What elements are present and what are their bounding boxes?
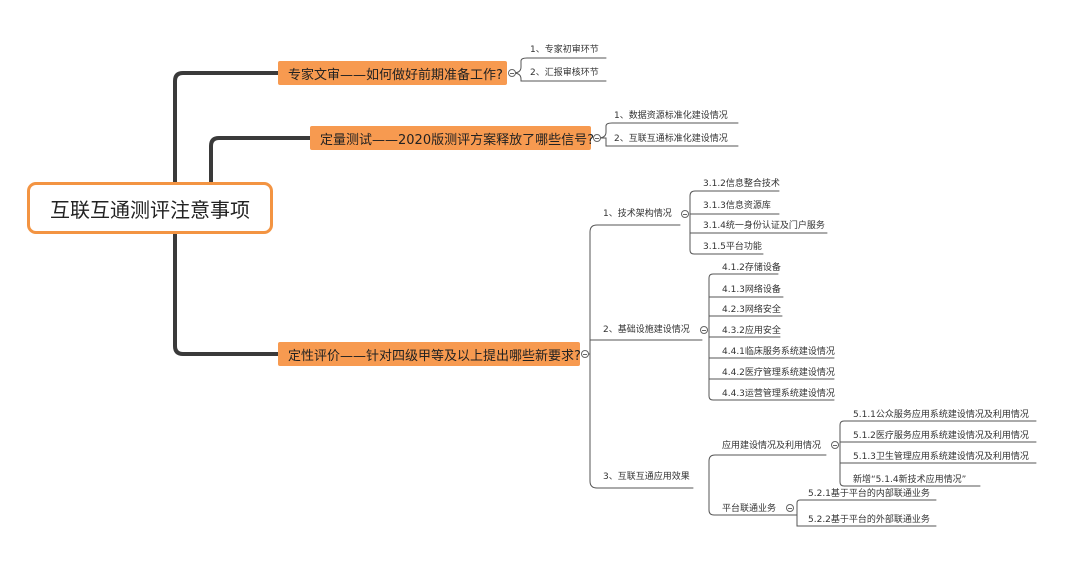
root-topic[interactable]: 互联互通测评注意事项: [27, 182, 273, 234]
leaf-topic[interactable]: 3.1.4统一身份认证及门户服务: [703, 221, 825, 231]
leaf-topic[interactable]: 5.1.2医疗服务应用系统建设情况及利用情况: [853, 431, 1029, 441]
subtopic-interop-effect[interactable]: 3、互联互通应用效果: [603, 472, 690, 482]
leaf-topic[interactable]: 5.1.3卫生管理应用系统建设情况及利用情况: [853, 452, 1029, 462]
branch-qualitative-evaluation[interactable]: 定性评价——针对四级甲等及以上提出哪些新要求?: [278, 342, 581, 366]
branch-expert-review[interactable]: 专家文审——如何做好前期准备工作?: [278, 61, 507, 85]
subtopic-tech-architecture[interactable]: 1、技术架构情况: [603, 209, 672, 219]
collapse-toggle-icon[interactable]: [681, 210, 689, 218]
subtopic-platform-interop[interactable]: 平台联通业务: [722, 504, 777, 514]
collapse-toggle-icon[interactable]: [581, 350, 589, 358]
subtopic-infrastructure[interactable]: 2、基础设施建设情况: [603, 325, 690, 335]
branch-quantitative-test[interactable]: 定量测试——2020版测评方案释放了哪些信号?: [310, 126, 594, 150]
collapse-toggle-icon[interactable]: [831, 441, 839, 449]
leaf-topic[interactable]: 3.1.3信息资源库: [703, 201, 771, 211]
leaf-topic[interactable]: 4.3.2应用安全: [722, 326, 781, 336]
leaf-topic[interactable]: 5.2.1基于平台的内部联通业务: [808, 489, 930, 499]
leaf-topic[interactable]: 4.4.2医疗管理系统建设情况: [722, 368, 835, 378]
leaf-topic[interactable]: 5.1.1公众服务应用系统建设情况及利用情况: [853, 410, 1029, 420]
leaf-topic[interactable]: 2、互联互通标准化建设情况: [614, 134, 728, 144]
leaf-topic[interactable]: 3.1.5平台功能: [703, 242, 762, 252]
leaf-topic[interactable]: 5.2.2基于平台的外部联通业务: [808, 515, 930, 525]
leaf-topic[interactable]: 4.1.2存储设备: [722, 263, 781, 273]
collapse-toggle-icon[interactable]: [508, 69, 516, 77]
leaf-topic[interactable]: 1、专家初审环节: [530, 45, 599, 55]
root-topic-label: 互联互通测评注意事项: [50, 197, 250, 222]
leaf-topic[interactable]: 4.4.1临床服务系统建设情况: [722, 347, 835, 357]
branch-expert-review-label: 专家文审——如何做好前期准备工作?: [288, 67, 503, 83]
leaf-topic[interactable]: 4.4.3运营管理系统建设情况: [722, 389, 835, 399]
leaf-topic[interactable]: 1、数据资源标准化建设情况: [614, 111, 728, 121]
branch-quantitative-test-label: 定量测试——2020版测评方案释放了哪些信号?: [320, 132, 594, 148]
leaf-topic[interactable]: 4.1.3网络设备: [722, 285, 781, 295]
branch-qualitative-evaluation-label: 定性评价——针对四级甲等及以上提出哪些新要求?: [288, 348, 581, 364]
leaf-topic[interactable]: 新增“5.1.4新技术应用情况”: [853, 475, 967, 485]
collapse-toggle-icon[interactable]: [593, 134, 601, 142]
leaf-topic[interactable]: 2、汇报审核环节: [530, 68, 599, 78]
collapse-toggle-icon[interactable]: [786, 504, 794, 512]
leaf-topic[interactable]: 4.2.3网络安全: [722, 305, 781, 315]
collapse-toggle-icon[interactable]: [700, 326, 708, 334]
leaf-topic[interactable]: 3.1.2信息整合技术: [703, 179, 780, 189]
subtopic-app-construction[interactable]: 应用建设情况及利用情况: [722, 441, 822, 451]
